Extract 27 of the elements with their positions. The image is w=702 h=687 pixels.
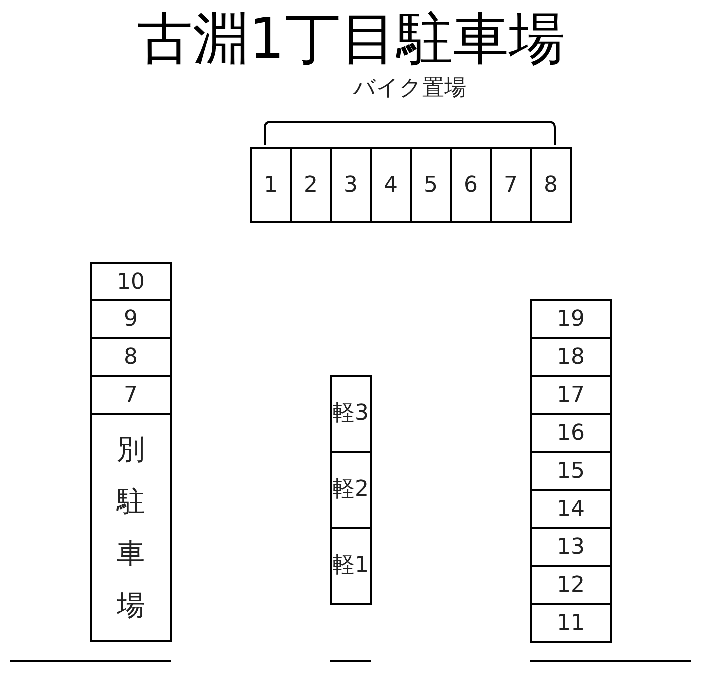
parking-space: 18 <box>530 337 612 377</box>
parking-space: 6 <box>450 147 492 223</box>
parking-space: 軽1 <box>330 527 372 605</box>
parking-space: 3 <box>330 147 372 223</box>
parking-space: 軽2 <box>330 451 372 529</box>
parking-space: 8 <box>530 147 572 223</box>
parking-space: 2 <box>290 147 332 223</box>
title: 古淵1丁目駐車場 <box>136 6 566 74</box>
parking-space: 8 <box>90 337 172 377</box>
parking-space: 10 <box>90 262 172 302</box>
parking-space: 1 <box>250 147 292 223</box>
parking-space: 5 <box>410 147 452 223</box>
parking-space: 12 <box>530 565 612 605</box>
parking-space: 7 <box>490 147 532 223</box>
parking-space: 11 <box>530 603 612 643</box>
parking-space: 17 <box>530 375 612 415</box>
parking-space: 16 <box>530 413 612 453</box>
parking-space: 別駐車場 <box>90 413 172 642</box>
parking-space: 4 <box>370 147 412 223</box>
parking-space: 15 <box>530 451 612 491</box>
parking-space: 14 <box>530 489 612 529</box>
parking-space: 13 <box>530 527 612 567</box>
area-label: バイク置場 <box>352 75 468 103</box>
parking-space: 軽3 <box>330 375 372 453</box>
parking-space: 19 <box>530 299 612 339</box>
parking-space: 9 <box>90 299 172 339</box>
parking-space: 7 <box>90 375 172 415</box>
